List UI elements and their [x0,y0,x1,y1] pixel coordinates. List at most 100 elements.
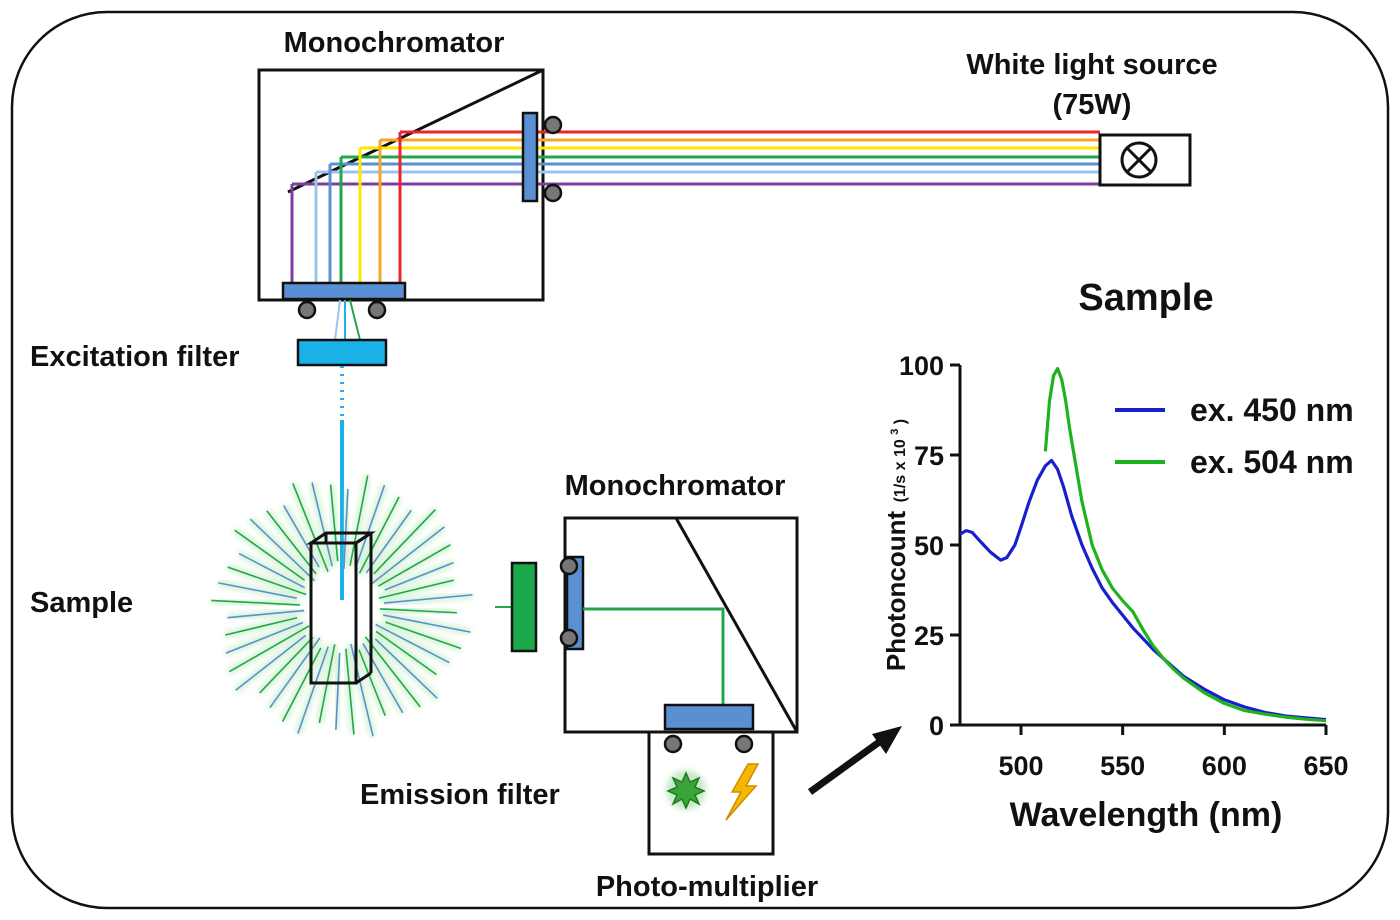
emission-ray [329,484,339,562]
pmt-screw-right [734,734,754,754]
emission-ray [373,508,436,575]
emission-ray [375,623,450,664]
emission-ray [343,489,349,570]
x-tick-label: 650 [1303,751,1348,781]
label-emission-filter: Emission filter [360,779,560,811]
entrance-slit [521,111,539,203]
emission-ray [356,484,386,564]
dispersed-beams [290,132,402,284]
legend-label: ex. 450 nm [1190,392,1354,428]
emission-filter [510,561,538,653]
emission-ray [249,518,316,582]
emission-ray [374,638,438,699]
slit-screw-top [543,115,563,135]
emission-ray [234,529,306,581]
emission-ray [383,594,473,604]
x-tick-label: 500 [998,751,1043,781]
y-tick-label: 75 [914,441,944,471]
emission-ray [375,630,437,676]
label-sample-left: Sample [30,587,133,619]
exit-screw-right [367,300,387,320]
emission-ray [378,544,451,587]
emission-ray [281,647,322,722]
emission-ray [238,552,306,589]
x-axis-ticks: 500 550 600 650 [998,725,1349,781]
cuvette [306,531,376,685]
lamp-cross-icon [1120,141,1158,179]
bottom-entrance-slit [565,555,585,651]
excitation-filter [296,338,388,367]
label-excitation-filter: Excitation filter [30,341,240,373]
emission-ray [364,636,421,708]
bottom-slit-screw-top [559,556,579,576]
emission-ray [227,609,305,619]
pmt-screw-left [663,734,683,754]
white-light-source [1098,133,1192,187]
label-white-light-power: (75W) [1053,89,1132,121]
chart-series [959,367,1327,723]
y-axis-label-unit: (1/s x 10 [892,439,909,502]
y-tick-label: 50 [914,531,944,561]
emission-ray [385,621,462,650]
exit-screw-left [297,300,317,320]
emission-ray [379,608,457,614]
arrow-icon [807,726,902,795]
lightning-bolt-icon [725,763,760,821]
emission-ray [266,510,317,575]
emission-ray [384,561,454,591]
outer-frame [10,10,1390,910]
x-tick-label: 600 [1202,751,1247,781]
label-photo-multiplier: Photo-multiplier [596,871,818,903]
bottom-slit-screw-bottom [559,628,579,648]
y-tick-label: 25 [914,621,944,651]
incoming-white-light-beams [292,130,1100,186]
chart-title: Sample [1078,277,1213,319]
emission-ray [225,616,298,636]
emission-ray [283,505,320,568]
slit-screw-bottom [543,183,563,203]
emission-ray [228,625,310,673]
emission-ray [297,646,329,734]
label-monochromator-bottom: Monochromator [565,470,786,502]
y-axis-ticks: 0 25 50 75 100 [899,351,960,741]
y-tick-label: 0 [929,711,944,741]
bottom-monochromator [559,516,799,734]
emission-ray [259,636,314,694]
bottom-mono-diffraction-line [674,517,799,733]
emission-ray [349,475,369,566]
emission-ray [371,526,445,585]
emission-spectrum-chart: Sample 0 25 50 75 100 500 550 600 650 Wavelengt… [881,277,1354,834]
emission-ray [218,582,298,599]
series-line-1 [1043,367,1327,723]
series-line-0 [959,458,1327,722]
y-tick-label: 100 [899,351,944,381]
emission-ray [358,496,400,574]
y-axis-label-main: Photoncount [881,511,911,672]
label-monochromator-top: Monochromator [284,27,505,59]
legend-label: ex. 504 nm [1190,444,1354,480]
emission-ray [378,579,455,599]
emission-ray [365,509,412,574]
emission-ray [292,483,329,572]
top-monochromator [257,68,1100,341]
emission-ray [235,634,307,691]
y-axis-label-close: ) [892,419,909,424]
x-axis-label: Wavelength (nm) [1010,796,1283,834]
bottom-exit-slit [663,703,755,731]
emission-ray [211,599,301,606]
bottom-mono-beam [583,607,725,705]
exit-slit [281,281,407,301]
y-axis-label-sup: 3 [889,429,901,435]
emission-ray [358,649,386,717]
emission-ray [227,566,307,596]
emission-ray [225,621,304,654]
x-tick-label: 550 [1100,751,1145,781]
emission-ray [383,614,471,633]
y-axis-label: Photoncount (1/s x 10 3 ) [881,419,911,671]
emission-ray [345,648,355,735]
photon-burst-icon [666,770,706,810]
emission-ray [335,652,341,730]
chart-legend: ex. 450 nm ex. 504 nm [1115,392,1354,480]
emission-ray [311,482,333,567]
